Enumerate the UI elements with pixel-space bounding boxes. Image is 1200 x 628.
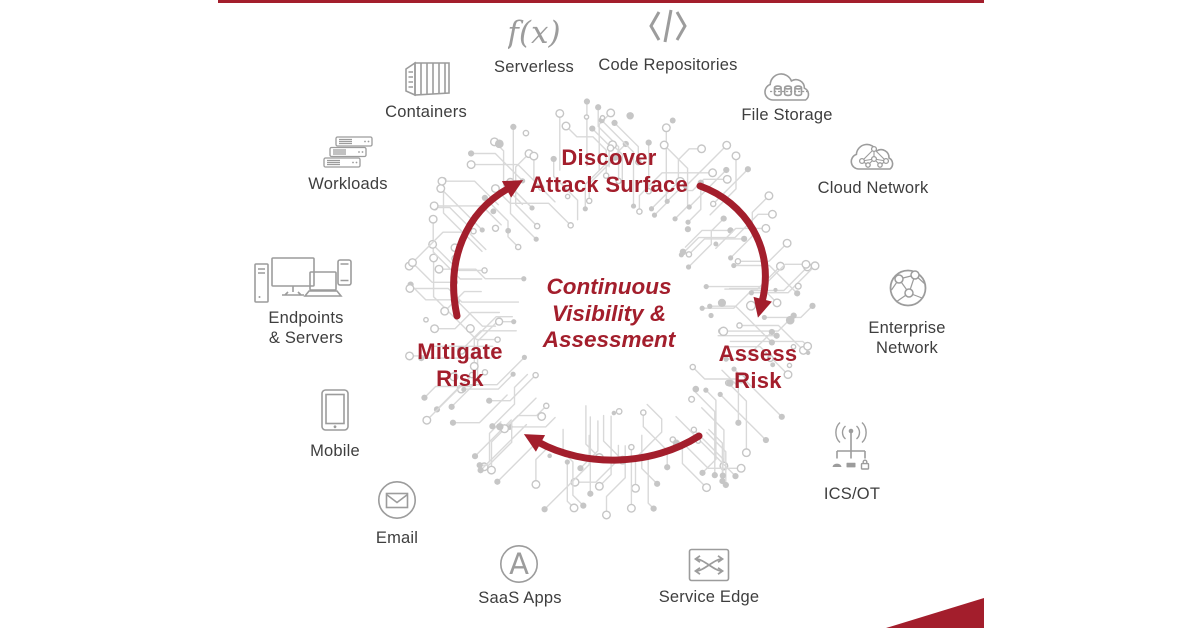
asset-ics-ot: [829, 420, 873, 478]
asset-label-workloads: Workloads: [308, 175, 388, 193]
stage-line: Risk: [436, 366, 484, 391]
stage-assess-risk: Assess Risk: [719, 340, 798, 394]
asset-workloads: [323, 136, 373, 170]
stage-line: Risk: [734, 368, 782, 393]
smartphone-icon: [321, 389, 349, 431]
stage-line: Discover: [561, 145, 657, 170]
asset-enterprise-network: [882, 262, 934, 314]
asset-label-code-repositories: Code Repositories: [598, 56, 738, 74]
asset-service-edge: [688, 548, 730, 582]
envelope-circle-icon: [377, 480, 417, 520]
asset-label-mobile: Mobile: [310, 442, 360, 460]
cloud-storage-icon: [764, 73, 810, 101]
asset-saas-apps: A: [499, 544, 539, 584]
stage-line: Attack Surface: [529, 172, 689, 197]
asset-code-repositories: [649, 6, 687, 46]
asset-label-containers: Containers: [385, 103, 467, 121]
center-title-line: Visibility &: [551, 300, 667, 326]
corner-accent-triangle: [886, 598, 984, 628]
asset-cloud-network: [847, 134, 901, 176]
svg-text:A: A: [509, 547, 529, 581]
asset-mobile: [320, 388, 350, 432]
asset-label-cloud-network: Cloud Network: [817, 179, 929, 197]
asset-containers: [402, 58, 452, 100]
asset-endpoints-servers: [253, 256, 353, 310]
asset-label-email: Email: [375, 529, 419, 547]
server-stack-icon: [323, 136, 373, 168]
stage-discover-attack-surface: Discover Attack Surface: [530, 144, 688, 198]
workstation-icon: [254, 257, 352, 303]
arrow-mitigate-to-discover: [450, 180, 524, 320]
stage-line: Mitigate: [417, 339, 503, 364]
function-icon: f(x): [508, 15, 560, 51]
asset-file-storage: [760, 70, 818, 106]
container-icon: [405, 61, 450, 97]
asset-label-service-edge: Service Edge: [658, 588, 760, 606]
center-title-line: Assessment: [542, 327, 676, 352]
crossed-arrows-icon: [688, 548, 730, 582]
stage-line: Assess: [718, 341, 798, 366]
letter-a-circle-icon: A: [499, 544, 539, 584]
center-title: Continuous Visibility & Assessment: [543, 274, 676, 354]
asset-label-saas-apps: SaaS Apps: [478, 589, 562, 607]
code-icon: [649, 9, 687, 43]
arrow-discover-to-assess: [696, 182, 772, 318]
stage-mitigate-risk: Mitigate Risk: [417, 338, 503, 392]
arrow-assess-to-mitigate: [523, 432, 703, 464]
asset-label-endpoints-servers: Endpoints & Servers: [268, 309, 344, 347]
asset-label-file-storage: File Storage: [741, 106, 833, 124]
asset-label-enterprise-network: Enterprise Network: [868, 319, 946, 357]
asset-email: [377, 480, 417, 520]
circuit-board-pattern: [404, 98, 820, 520]
center-title-line: Continuous: [546, 274, 672, 299]
cloud-network-icon: [850, 143, 894, 170]
asset-serverless: f(x): [508, 14, 560, 52]
cycle-arrows: [450, 180, 772, 464]
svg-text:f(x): f(x): [508, 15, 560, 51]
top-accent-line: [218, 0, 984, 3]
globe-network-icon: [889, 269, 927, 307]
asset-label-ics-ot: ICS/OT: [823, 485, 881, 503]
antenna-icon: [832, 421, 870, 470]
asset-label-serverless: Serverless: [494, 58, 574, 76]
